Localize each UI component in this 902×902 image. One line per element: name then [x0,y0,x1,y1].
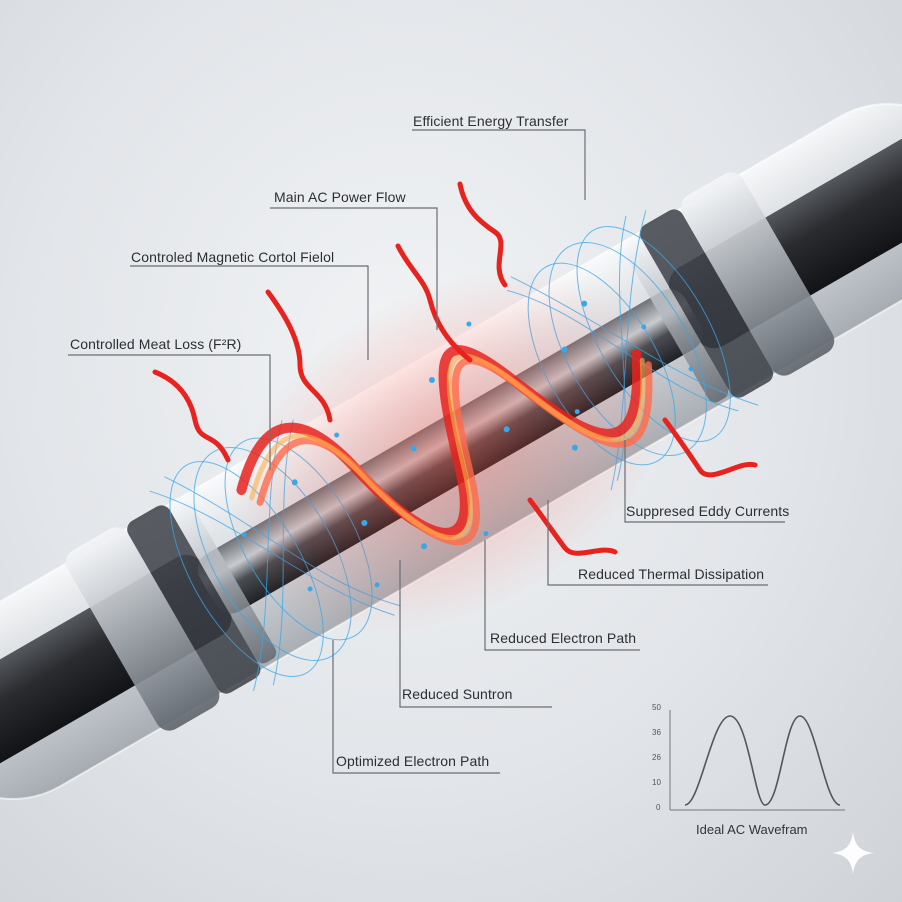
waveform-tick-50: 50 [652,703,661,712]
left-coupling-collar [66,500,277,731]
sparkle-icon [832,832,874,874]
label-controlled-magnetic-field: Controled Magnetic Cortol Fielol [131,249,335,265]
waveform-inset [669,710,845,811]
electron-particles [241,300,694,592]
waveform-tick-10: 10 [652,778,661,787]
right-coupling-collar [624,172,835,403]
label-reduced-thermal-dissipation: Reduced Thermal Dissipation [578,566,765,582]
label-main-ac-power-flow: Main AC Power Flow [274,189,406,205]
cable-assembly [0,103,902,800]
label-reduced-electron-path: Reduced Electron Path [490,630,637,646]
ac-waveform-curve [684,715,841,806]
label-suppressed-eddy-currents: Suppresed Eddy Currents [626,503,790,519]
waveform-caption: Ideal AC Wavefram [696,822,808,837]
waveform-tick-36: 36 [652,728,661,737]
waveform-tick-0: 0 [656,803,661,812]
heat-ribbons [152,181,758,556]
callout-leader-lines [68,129,785,774]
waveform-tick-26: 26 [652,753,661,762]
label-optimized-electron-path: Optimized Electron Path [336,753,490,769]
label-efficient-energy-transfer: Efficient Energy Transfer [413,113,569,129]
label-reduced-suntron: Reduced Suntron [402,686,513,702]
label-controlled-heat-loss: Controlled Meat Loss (F²R) [70,336,242,352]
